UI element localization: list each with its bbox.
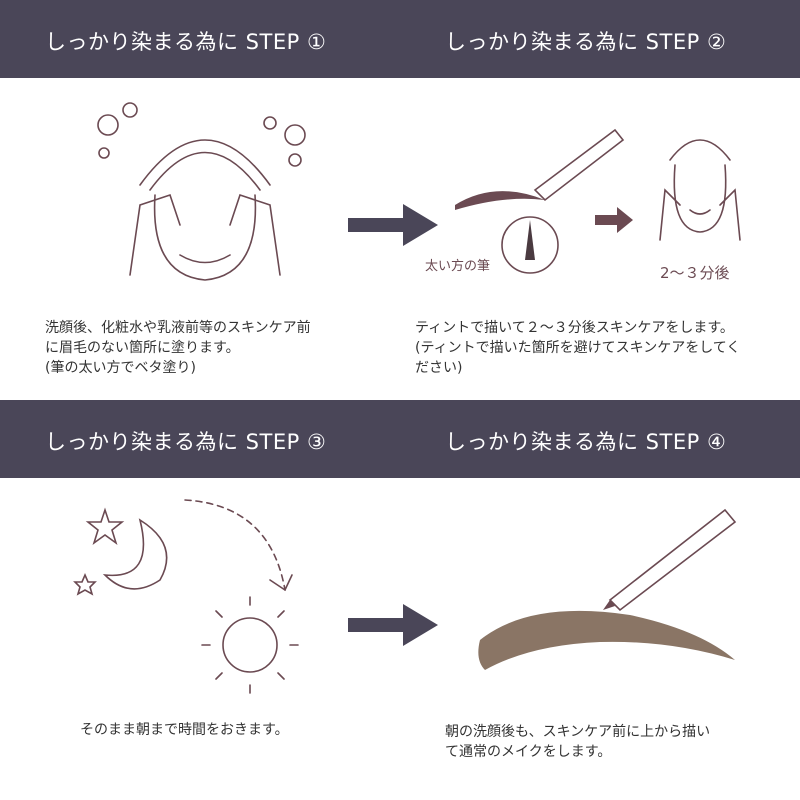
small-arrow-icon (595, 207, 633, 233)
night-to-morning-illustration (73, 499, 299, 694)
arrow-icon (348, 604, 438, 646)
step3-description: そのまま朝まで時間をおきます。 (80, 722, 289, 738)
wait-label: 2～３分後 (660, 264, 730, 282)
arrow-icon (348, 204, 438, 246)
step1-description: 洗顔後、化粧水や乳液前等のスキンケア前 に眉毛のない箇所に塗ります。 (筆の太い… (45, 320, 311, 376)
brow-tint-pen-illustration (455, 128, 625, 274)
face-hands-illustration (659, 139, 741, 241)
brush-label: 太い方の筆 (425, 259, 491, 274)
step2-description: ティントで描いて２～３分後スキンケアをします。 (ティントで描いた箇所を避けてス… (415, 320, 741, 376)
step3-heading: しっかり染まる為に STEP ③ (45, 430, 327, 454)
step4-heading: しっかり染まる為に STEP ④ (445, 430, 727, 454)
step1-heading: しっかり染まる為に STEP ① (45, 30, 327, 54)
header-bar-top: しっかり染まる為に STEP ① しっかり染まる為に STEP ② (0, 0, 800, 78)
step2-heading: しっかり染まる為に STEP ② (445, 30, 727, 54)
brow-drawing-illustration (478, 508, 737, 670)
header-bar-bottom: しっかり染まる為に STEP ③ しっかり染まる為に STEP ④ (0, 400, 800, 478)
step4-description: 朝の洗顔後も、スキンケア前に上から描い て通常のメイクをします。 (445, 724, 711, 760)
face-washing-illustration (97, 102, 306, 281)
